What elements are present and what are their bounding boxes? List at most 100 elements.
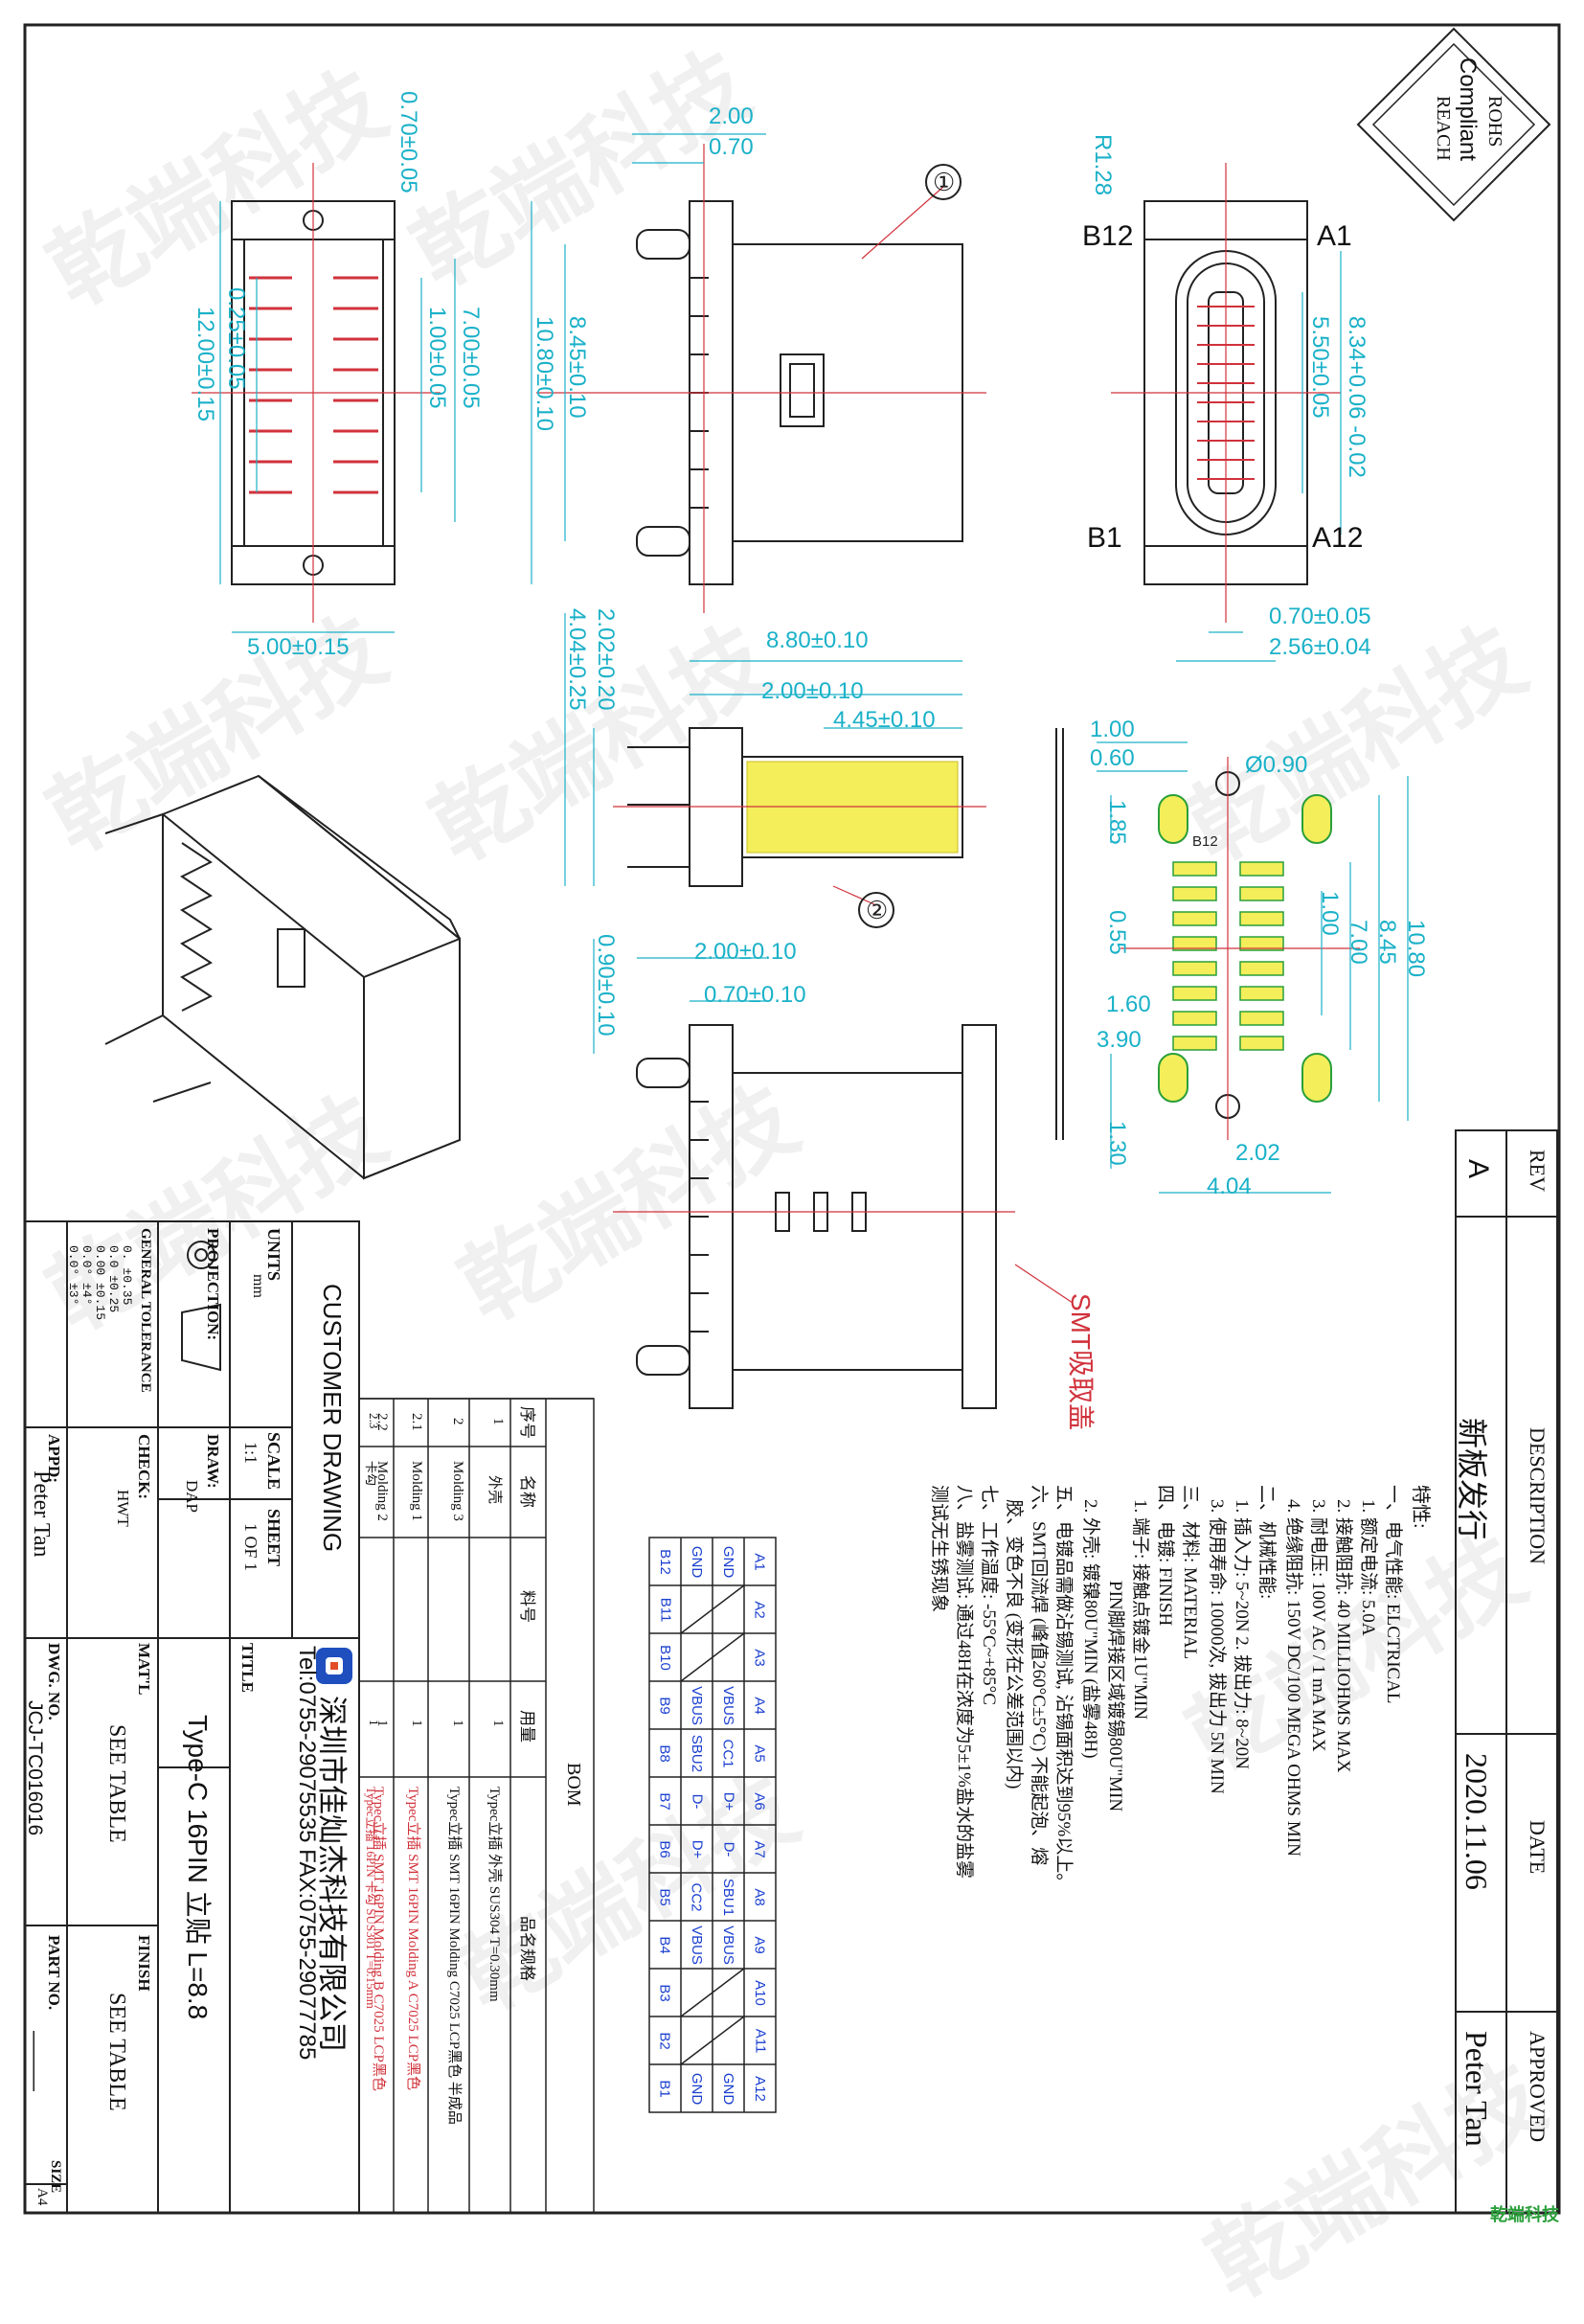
tolerance-row: 0.0° ±3° <box>66 1245 80 1306</box>
pin-cell: SBU1 <box>720 1878 736 1916</box>
footprint <box>1055 728 1332 1140</box>
drawing-sheet: 乾端科技 乾端科技 乾端科技 乾端科技 乾端科技 乾端科技 乾端科技 乾端科技 … <box>23 23 1562 2319</box>
dim-bottom-c: 2.00±0.10 <box>761 678 864 704</box>
dim-fp-e: 1.60 <box>1106 991 1151 1017</box>
pin-cell: A7 <box>751 1839 768 1858</box>
bom-qty: 1 <box>367 1720 381 1726</box>
spec-line: 五、电镀品需做沾锡测试, 沾锡面积达到95%以上。 <box>1053 1485 1074 1892</box>
pin-cell: A9 <box>751 1935 768 1954</box>
finish-value: SEE TABLE <box>104 1993 129 2111</box>
dim-fp-j: 1.00 <box>1317 891 1343 936</box>
spec-line: 4. 绝缘阻抗: 150V DC/100 MEGA OHMS MIN <box>1283 1499 1303 1857</box>
pin-table-grid <box>648 1537 777 2113</box>
spec-line: 测试无生锈现象 <box>929 1485 949 1613</box>
spec-line: PIN脚焊接区域镀锡80U"MIN <box>1105 1581 1125 1812</box>
dim-top-hole: 0.70±0.05 <box>396 91 421 194</box>
tolerance-row: 0.0 ±0.25 <box>106 1245 121 1313</box>
dim-bottom-a: 2.02±0.20 <box>593 608 619 711</box>
spec-line: 一、电气性能: ELCTRICAL <box>1383 1485 1403 1704</box>
date-value: 2020.11.06 <box>1460 1753 1494 1890</box>
spec-line: 3. 使用寿命: 10000次, 拔出力 5N MIN <box>1207 1499 1227 1794</box>
rohs-badge <box>1356 27 1551 222</box>
rev-header: REV <box>1526 1150 1550 1192</box>
bom-qty: 1 <box>490 1720 506 1727</box>
dwg-label: DWG. NO. <box>45 1643 63 1720</box>
spec-line: 3. 耐电压: 100V AC / 1 mA MAX <box>1308 1499 1328 1752</box>
corner-badge: 乾端科技 <box>1490 2205 1559 2224</box>
bom-header-qty: 用量 <box>518 1710 536 1743</box>
units-label: UNITS <box>264 1228 283 1282</box>
pin-cell: A10 <box>751 1979 768 2006</box>
dim-bottom-b: 4.04±0.25 <box>564 608 590 711</box>
dim-fp-b: 0.60 <box>1090 745 1135 771</box>
pin-cell: A3 <box>751 1648 768 1667</box>
dim-fp-d: 0.55 <box>1104 910 1130 955</box>
pin-cell: B5 <box>656 1887 673 1906</box>
pin-cell: B2 <box>656 2031 673 2050</box>
dim-fp-hole: Ø0.90 <box>1245 752 1308 778</box>
pin-cell: GND <box>689 2072 705 2105</box>
compliant-label: Compliant <box>1455 57 1481 162</box>
dim-rear-c: 0.70±0.10 <box>704 982 806 1008</box>
dim-fp-l: 8.45 <box>1374 920 1400 965</box>
pin-b12-label: B12 <box>1082 220 1134 252</box>
tolerance-row: 0.0° ±4° <box>79 1245 94 1306</box>
dim-end-radius: R1.28 <box>1090 134 1116 196</box>
company-phone: Tel:0755-29075535 FAX:0755-29077785 <box>294 1646 320 2061</box>
dim-side-c: 8.45±0.10 <box>564 316 590 419</box>
dim-top-length: 12.00±0.15 <box>192 307 218 422</box>
bom-name: Molding 3 <box>450 1461 465 1521</box>
bom-name: 卡勾 <box>364 1461 378 1487</box>
bom-grid <box>358 1398 595 2214</box>
sheet-value: 1 OF 1 <box>241 1523 260 1572</box>
bom-title: BOM <box>563 1763 584 1807</box>
spec-line: 1. 端子: 接触点镀金1U"MIN <box>1130 1499 1150 1720</box>
spec-line: 1. 额定电流: 5.0A <box>1358 1499 1378 1636</box>
projection-symbol <box>181 1241 221 1372</box>
dim-end-inner: 5.50±0.05 <box>1307 316 1333 419</box>
bom-qty: 1 <box>450 1720 465 1727</box>
size-value: A4 <box>34 2188 50 2206</box>
rear-view <box>636 1024 997 1409</box>
title-block-grid <box>24 1220 360 2214</box>
revision-block <box>1455 1129 1558 2214</box>
matl-value: SEE TABLE <box>104 1724 129 1843</box>
balloon-1-label: ① <box>933 168 956 196</box>
sheet-label: SHEET <box>264 1509 283 1567</box>
pin-cell: B1 <box>656 2079 673 2098</box>
bom-seq: 1 <box>490 1418 506 1425</box>
balloon-1 <box>925 164 962 200</box>
dim-top-pin-width: 0.25±0.05 <box>223 287 249 390</box>
desc-header: DESCRIPTION <box>1526 1427 1550 1565</box>
spec-line: 2. 外壳: 镀镍80U"MIN (盐雾48H) <box>1080 1499 1100 1759</box>
bom-spec: Typec立插 SMT 16PIN Molding C7025 LCP黑色 半成… <box>446 1787 462 2125</box>
pin-cell: A5 <box>751 1743 768 1763</box>
matl-label: MAT'L <box>135 1643 153 1696</box>
pin-cell: B8 <box>656 1743 673 1763</box>
dim-rear-a: 0.90±0.10 <box>593 934 619 1037</box>
pin-cell: B3 <box>656 1983 673 2002</box>
pin-cell: D- <box>719 1841 736 1857</box>
bom-seq: 2.1 <box>409 1413 424 1431</box>
spec-line: 八、盐雾测试: 通过48H在浓度为5±1%盐水的盐雾 <box>954 1485 974 1880</box>
pin-b1-label: B1 <box>1087 522 1122 554</box>
pin-cell: GND <box>720 1545 736 1578</box>
pin-cell: B9 <box>656 1696 673 1715</box>
bom-header-part: 料号 <box>518 1590 536 1623</box>
bom-spec: Typec立插 外壳 SUS304 T=0.30mm <box>487 1787 502 2002</box>
spec-line: 四、电镀: FINISH <box>1155 1485 1175 1627</box>
pin-cell: GND <box>689 1545 705 1578</box>
pin-cell: A6 <box>751 1791 768 1811</box>
bom-name: Molding 1 <box>409 1461 424 1521</box>
approved-value: Peter Tan <box>1460 2031 1494 2147</box>
balloon-2 <box>858 892 894 928</box>
dim-bottom-length: 8.80±0.10 <box>766 627 869 653</box>
dim-top-width: 5.00±0.15 <box>247 634 350 660</box>
draw-label: DRAW: <box>204 1434 222 1489</box>
customer-drawing: CUSTOMER DRAWING <box>318 1284 347 1553</box>
pin-cell: VBUS <box>720 1685 737 1725</box>
dim-fp-g: 1.30 <box>1104 1121 1130 1166</box>
spec-line: 六、SMT回流焊 (峰值260°C±5°C) 不能起泡、熔 <box>1029 1485 1049 1866</box>
dim-side-d: 10.80±0.10 <box>532 316 557 431</box>
pin-cell: VBUS <box>720 1925 737 1965</box>
